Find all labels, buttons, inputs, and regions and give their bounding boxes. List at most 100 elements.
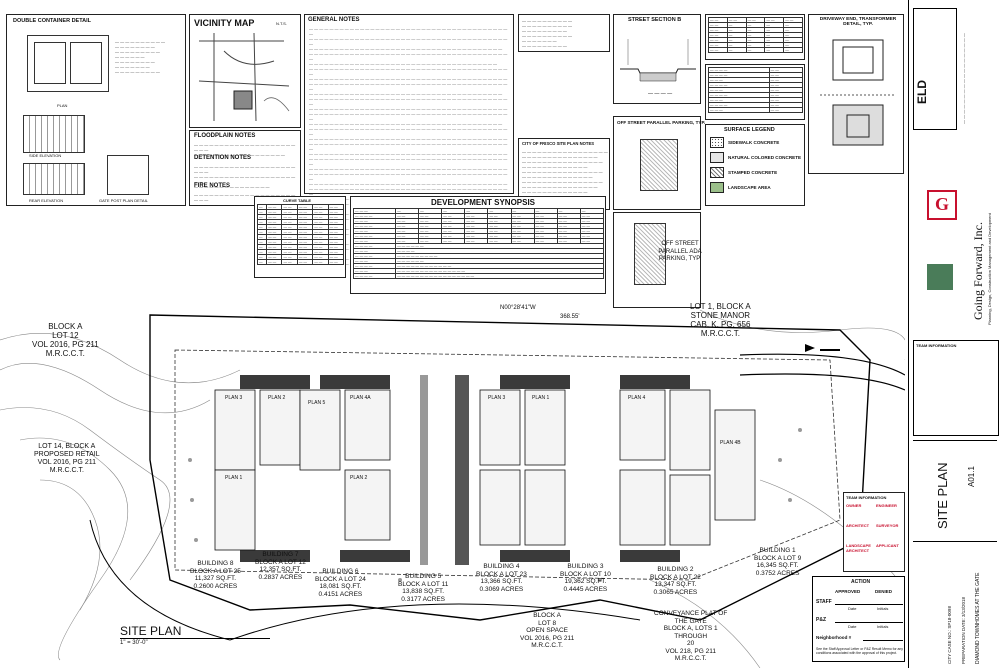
- gate-post-caption: GATE POST PLAN DETAIL: [99, 198, 148, 203]
- project-name-vertical: DIAMOND TOWNHOMES AT THE GATE: [975, 572, 981, 664]
- svg-text:— — — —: — — — —: [648, 91, 672, 97]
- lot8-open-space-label: BLOCK A LOT 8 OPEN SPACE VOL 2016, PG 21…: [520, 612, 575, 649]
- legend-item: SIDEWALK CONCRETE: [710, 137, 804, 148]
- gate-post-drawing: [107, 155, 149, 195]
- company-band: G Going Forward, Inc. Planning, Design, …: [913, 190, 997, 330]
- legend-label: NATURAL COLORED CONCRETE: [728, 155, 802, 160]
- boundary-bearing: N00°28'41"W: [500, 305, 536, 311]
- legend-swatch: [710, 152, 724, 163]
- vicinity-map: VICINITY MAP N.T.S.: [189, 14, 301, 128]
- block-a-lot12-label: BLOCK A LOT 12 VOL 2016, PG 211 M.R.C.C.…: [32, 322, 99, 358]
- parking-summary-table: — — — —— —— — — —— —— — —— — — — — —— ——…: [705, 64, 805, 120]
- plan-label: PLAN 2: [350, 475, 368, 481]
- conveyance-plat-label: CONVEYANCE PLAT OF THE GATE BLOCK A, LOT…: [654, 610, 728, 662]
- sheet-title-box: SITE PLAN A01.1: [913, 440, 997, 542]
- parking-stall-drawing: [640, 139, 678, 191]
- landscape-label: LANDSCAPE ARCHITECT: [846, 543, 871, 553]
- legend-swatch: [710, 182, 724, 193]
- general-notes-title: GENERAL NOTES: [308, 17, 360, 23]
- plan-label: PLAN 5: [308, 400, 326, 406]
- building7-label: BUILDING 7 BLOCK A LOT 12 12,357 SQ.FT. …: [255, 551, 306, 581]
- building5-label: BUILDING 5 BLOCK A LOT 11 13,838 SQ.FT. …: [398, 573, 449, 603]
- ada-parking-detail: OFF STREET PARALLEL ADA PARKING, TYP.: [613, 212, 702, 308]
- legend-item: STAMPED CONCRETE: [710, 167, 804, 178]
- boundary-length: 368.55': [560, 314, 580, 320]
- legend-item: NATURAL COLORED CONCRETE: [710, 152, 804, 163]
- double-container-title: DOUBLE CONTAINER DETAIL: [13, 18, 92, 24]
- denied-label: DENIED: [875, 589, 893, 594]
- general-notes: GENERAL NOTES — — — — — — — — — — — — — …: [304, 14, 514, 266]
- curve-table: CURVE TABLE —— —— —— —— —— — —— —— —— ——…: [254, 196, 346, 278]
- company-name: Going Forward, Inc.: [971, 222, 985, 320]
- approved-label: APPROVED: [835, 589, 861, 594]
- neighborhood-label: Neighborhood #: [816, 635, 852, 640]
- ada-stall-drawing: [634, 223, 666, 285]
- plan-label: PLAN 4: [628, 395, 646, 401]
- action-block: ACTION APPROVED DENIED STAFF Date Initia…: [812, 576, 905, 662]
- off-street-parking-title: OFF STREET PARALLEL PARKING, TYP.: [617, 120, 706, 125]
- building2-label: BUILDING 2 BLOCK A LOT 22 13,347 SQ.FT. …: [650, 566, 701, 596]
- vicinity-nts: N.T.S.: [276, 21, 287, 26]
- double-container-detail: DOUBLE CONTAINER DETAIL PLAN SIDE ELEVAT…: [6, 14, 186, 206]
- rear-elevation-caption: REAR ELEVATION: [29, 198, 64, 203]
- street-section-graphic: — — — —: [620, 39, 696, 97]
- street-section-detail: STREET SECTION B — — — —: [613, 14, 701, 104]
- company-tagline: Planning, Design, Construction Managemen…: [987, 213, 992, 325]
- owner-label: OWNER: [846, 503, 862, 508]
- vicinity-map-graphic: [198, 32, 290, 122]
- building3-label: BUILDING 3 BLOCK A LOT 10 19,362 SQ.FT. …: [560, 563, 611, 593]
- site-plan-drawing: [0, 309, 905, 668]
- plan-label: PLAN 1: [225, 475, 243, 481]
- team-info-panel-title: TEAM INFORMATION: [846, 495, 887, 500]
- action-title: ACTION: [851, 579, 871, 585]
- surface-legend-title: SURFACE LEGEND: [724, 127, 775, 133]
- detention-notes-title: DETENTION NOTES: [194, 155, 252, 161]
- team-info: TEAM INFORMATION: [913, 340, 999, 436]
- company-logo-mark: G: [927, 190, 957, 220]
- legend-list: SIDEWALK CONCRETE NATURAL COLORED CONCRET…: [710, 137, 804, 197]
- vicinity-map-title: VICINITY MAP: [194, 18, 255, 28]
- site-plan-title-block: SITE PLAN 1" = 30'-0": [120, 624, 270, 646]
- floodplain-notes-title: FLOODPLAIN NOTES: [194, 133, 256, 139]
- fire-notes-title: FIRE NOTES: [194, 183, 231, 189]
- team-info-title: TEAM INFORMATION: [916, 343, 957, 348]
- legend-label: SIDEWALK CONCRETE: [728, 140, 780, 145]
- engineer-label: ENGINEER: [876, 503, 897, 508]
- surface-legend: SURFACE LEGEND SIDEWALK CONCRETE NATURAL …: [705, 124, 805, 206]
- development-synopsis: DEVELOPMENT SYNOPSIS — — —————————— — — …: [350, 196, 606, 294]
- development-synopsis-title: DEVELOPMENT SYNOPSIS: [431, 198, 536, 207]
- action-note: See the Staff Approval Letter or P&Z Res…: [816, 647, 904, 655]
- firm-logo-letters: ELD: [915, 80, 929, 104]
- sheet-title: SITE PLAN: [935, 462, 950, 529]
- pz-date-label: Date: [848, 624, 857, 629]
- off-street-parking-detail: OFF STREET PARALLEL PARKING, TYP.: [613, 116, 705, 210]
- curve-table-title: CURVE TABLE: [283, 198, 312, 203]
- legend-swatch: [710, 167, 724, 178]
- prep-date: PREPARATION DATE: 3/13/2018: [961, 596, 966, 664]
- lot14-retail-label: LOT 14, BLOCK A PROPOSED RETAIL VOL 2016…: [34, 443, 100, 474]
- building8-label: BUILDING 8 BLOCK A LOT 25 11,327 SQ.FT. …: [190, 560, 241, 590]
- plan-label: PLAN 4B: [720, 440, 741, 446]
- notes-panel: FLOODPLAIN NOTES — — — — — — — — — — — —…: [189, 130, 301, 207]
- legend-swatch: [710, 137, 724, 148]
- plan-label: PLAN 4A: [350, 395, 371, 401]
- green-logo-mark: [927, 264, 953, 290]
- plan-label: PLAN 3: [225, 395, 243, 401]
- building-data-table: — —— —— —— —— — — ————— — ————— — ————— …: [705, 14, 805, 60]
- title-block: ELD — — — — — — — — — — — — — — — — — — …: [908, 0, 1000, 668]
- side-elevation-drawing: [23, 115, 85, 153]
- firm-logo-box: [913, 8, 957, 130]
- legend-item: LANDSCAPE AREA: [710, 182, 804, 193]
- legend-label: LANDSCAPE AREA: [728, 185, 771, 190]
- street-section-title: STREET SECTION B: [628, 17, 682, 23]
- ada-parking-caption: OFF STREET PARALLEL ADA PARKING, TYP.: [658, 241, 702, 262]
- legend-label: STAMPED CONCRETE: [728, 170, 778, 175]
- sheet-number: A01.1: [967, 466, 976, 487]
- driveway-transformer-title: DRIVEWAY END, TRANSFORMER DETAIL, TYP.: [819, 17, 897, 27]
- plan-label: PLAN 1: [532, 395, 550, 401]
- architect-label: ARCHITECT: [846, 523, 870, 528]
- site-plan-title: SITE PLAN: [120, 624, 270, 639]
- container-plan-drawing: [27, 35, 109, 92]
- side-elevation-caption: SIDE ELEVATION: [29, 153, 62, 158]
